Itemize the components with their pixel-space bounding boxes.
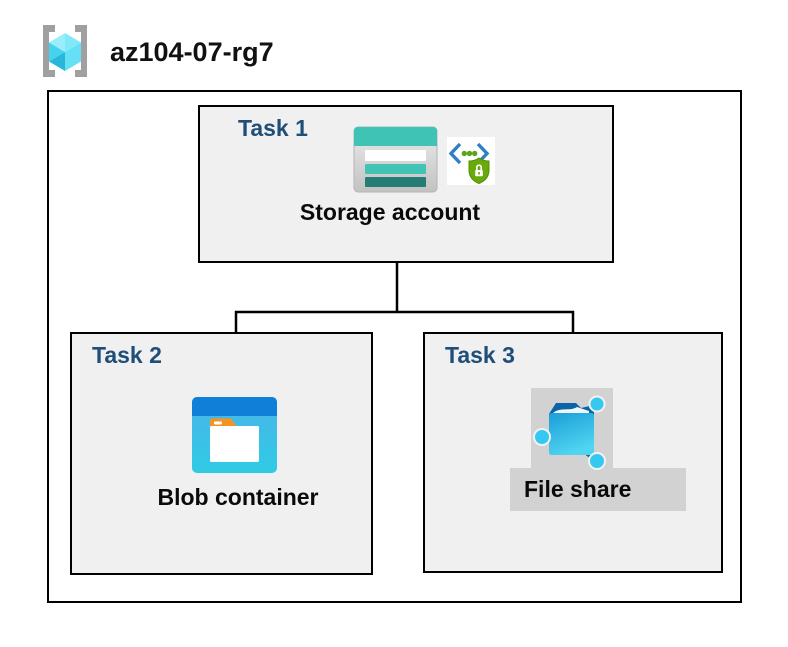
task1-label: Task 1 [238,115,308,141]
sas-shield-lock-icon [447,137,495,185]
file-share-label: File share [524,476,632,502]
task2-box: Task 2 [70,332,373,575]
file-share-label-highlight: File share [510,468,686,511]
file-share-icon [533,395,606,470]
task2-label: Task 2 [92,342,162,368]
task3-label: Task 3 [445,342,515,368]
storage-account-label: Storage account [299,199,481,225]
resource-group-name: az104-07-rg7 [110,37,274,67]
storage-account-icon [353,126,438,193]
blob-container-icon [192,397,277,473]
resource-group-icon [43,25,87,77]
blob-container-label: Blob container [157,484,319,510]
